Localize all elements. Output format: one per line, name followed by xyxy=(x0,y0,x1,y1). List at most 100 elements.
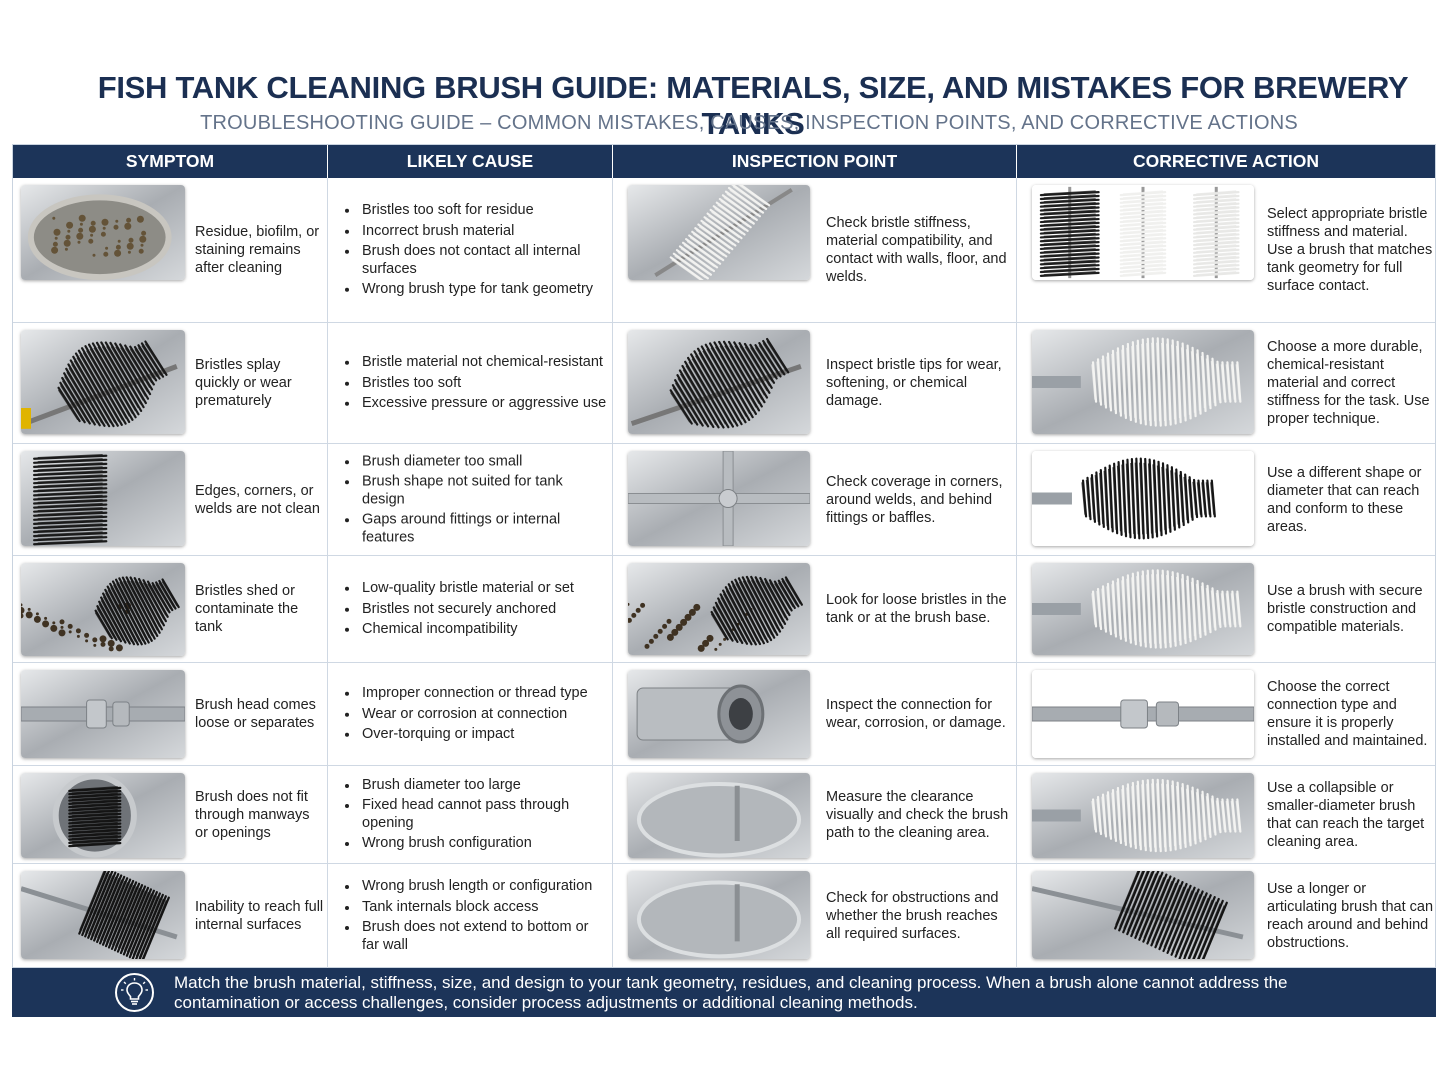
page-title: FISH TANK CLEANING BRUSH GUIDE: MATERIAL… xyxy=(97,70,1409,141)
column-header-corrective-action: CORRECTIVE ACTION xyxy=(1016,145,1435,178)
cause-item: Tank internals block access xyxy=(345,899,608,917)
action-text: Choose the correct connection type and e… xyxy=(1267,679,1428,749)
column-header-symptom: SYMPTOM xyxy=(125,151,215,171)
cause-item: Bristle material not chemical-resistant xyxy=(345,354,608,372)
cause-item: Fixed head cannot pass through opening xyxy=(345,797,608,832)
troubleshooting-table: SYMPTOM LIKELY CAUSE INSPECTION POINT CO… xyxy=(12,144,1436,968)
black-brush-photo xyxy=(1032,451,1254,546)
inspection-text: Check coverage in corners, around welds,… xyxy=(826,473,1003,526)
manway-photo xyxy=(21,773,185,858)
inspection-point-cell: Inspect the connection for wear, corrosi… xyxy=(612,663,1016,765)
column-header-inspection-point: INSPECTION POINT xyxy=(612,145,1016,178)
symptom-text: Residue, biofilm, or staining remains af… xyxy=(195,224,320,276)
action-text: Choose a more durable, chemical-resistan… xyxy=(1267,339,1430,427)
brush-set-photo xyxy=(1032,185,1254,280)
cause-item: Brush does not extend to bottom or far w… xyxy=(345,919,608,954)
symptom-cell: Brush does not fit through manways or op… xyxy=(13,766,327,863)
table-row: Brush head comes loose or separates Impr… xyxy=(13,663,1435,766)
action-text: Use a collapsible or smaller-diameter br… xyxy=(1267,779,1425,850)
lightbulb-icon xyxy=(115,973,154,1012)
symptom-cell: Bristles shed or contaminate the tank xyxy=(13,556,327,662)
inspection-point-cell: Measure the clearance visually and check… xyxy=(612,766,1016,863)
symptom-cell: Residue, biofilm, or staining remains af… xyxy=(13,178,327,322)
symptom-cell: Brush head comes loose or separates xyxy=(13,663,327,765)
corrective-action-cell: Use a different shape or diameter that c… xyxy=(1016,444,1435,555)
inspection-point-cell: Check coverage in corners, around welds,… xyxy=(612,444,1016,555)
cause-item: Low-quality bristle material or set xyxy=(345,580,608,598)
inspection-text: Look for loose bristles in the tank or a… xyxy=(826,592,1007,626)
action-text: Use a brush with secure bristle construc… xyxy=(1267,583,1423,635)
inspection-text: Check bristle stiffness, material compat… xyxy=(826,215,1007,285)
symptom-cell: Inability to reach full internal surface… xyxy=(13,864,327,968)
corrective-action-cell: Choose a more durable, chemical-resistan… xyxy=(1016,323,1435,443)
symptom-text: Bristles shed or contaminate the tank xyxy=(195,583,299,635)
symptom-text: Bristles splay quickly or wear premature… xyxy=(195,357,292,409)
footer-banner: Match the brush material, stiffness, siz… xyxy=(12,968,1436,1017)
table-header: SYMPTOM LIKELY CAUSE INSPECTION POINT CO… xyxy=(13,145,1435,178)
action-text: Use a longer or articulating brush that … xyxy=(1267,881,1434,951)
threaded-socket-photo xyxy=(628,670,810,758)
footer-text: Match the brush material, stiffness, siz… xyxy=(174,973,1288,1012)
cause-item: Wrong brush configuration xyxy=(345,835,608,853)
symptom-cell: Bristles splay quickly or wear premature… xyxy=(13,323,327,443)
table-row: Brush does not fit through manways or op… xyxy=(13,766,1435,864)
inspection-text: Measure the clearance visually and check… xyxy=(826,788,1009,841)
cause-item: Bristles too soft for residue xyxy=(345,202,608,220)
corrective-action-cell: Use a longer or articulating brush that … xyxy=(1016,864,1435,968)
cause-item: Improper connection or thread type xyxy=(345,685,608,703)
cause-item: Wear or corrosion at connection xyxy=(345,705,608,723)
long-brush-photo xyxy=(1032,871,1254,959)
tank-interior-photo xyxy=(628,773,810,858)
cause-item: Incorrect brush material xyxy=(345,222,608,240)
cause-item: Brush does not contact all internal surf… xyxy=(345,243,608,278)
corrective-action-cell: Select appropriate bristle stiffness and… xyxy=(1016,178,1435,322)
shed-bristles-photo xyxy=(628,563,810,655)
long-brush-photo xyxy=(21,871,185,959)
shed-bristles-photo xyxy=(21,563,185,656)
inspection-text: Inspect the connection for wear, corrosi… xyxy=(826,697,1006,731)
inspection-point-cell: Look for loose bristles in the tank or a… xyxy=(612,556,1016,662)
inspection-text: Check for obstructions and whether the b… xyxy=(826,890,999,942)
cause-item: Wrong brush type for tank geometry xyxy=(345,281,608,299)
tank-interior-photo xyxy=(628,871,810,959)
inspection-point-cell: Check for obstructions and whether the b… xyxy=(612,864,1016,968)
weld-seam-photo xyxy=(628,451,810,546)
cause-item: Over-torquing or impact xyxy=(345,726,608,744)
inspection-point-cell: Check bristle stiffness, material compat… xyxy=(612,178,1016,322)
symptom-text: Brush head comes loose or separates xyxy=(195,697,316,731)
symptom-text: Edges, corners, or welds are not clean xyxy=(195,482,320,517)
action-text: Use a different shape or diameter that c… xyxy=(1267,464,1422,535)
cause-item: Bristles not securely anchored xyxy=(345,600,608,618)
tank-residue-photo xyxy=(21,185,185,280)
cause-item: Brush diameter too small xyxy=(345,453,608,471)
table-row: Residue, biofilm, or staining remains af… xyxy=(13,178,1435,323)
inspection-text: Inspect bristle tips for wear, softening… xyxy=(826,357,1002,409)
cause-item: Gaps around fittings or internal feature… xyxy=(345,511,608,546)
symptom-text: Inability to reach full internal surface… xyxy=(195,899,324,933)
white-brush-photo xyxy=(1032,563,1254,655)
page-subtitle: TROUBLESHOOTING GUIDE – COMMON MISTAKES,… xyxy=(200,112,1298,134)
cause-item: Brush shape not suited for tank design xyxy=(345,473,608,508)
cause-item: Bristles too soft xyxy=(345,374,608,392)
worn-brush-photo xyxy=(21,330,185,434)
brush-connector-photo xyxy=(21,670,185,758)
corrective-action-cell: Use a collapsible or smaller-diameter br… xyxy=(1016,766,1435,863)
cause-item: Chemical incompatibility xyxy=(345,621,608,639)
brush-corner-photo xyxy=(21,451,185,546)
cause-item: Brush diameter too large xyxy=(345,777,608,795)
table-row: Edges, corners, or welds are not clean B… xyxy=(13,444,1435,556)
corrective-action-cell: Choose the correct connection type and e… xyxy=(1016,663,1435,765)
bristle-tips-photo xyxy=(628,330,810,434)
white-brush-photo xyxy=(1032,773,1254,858)
